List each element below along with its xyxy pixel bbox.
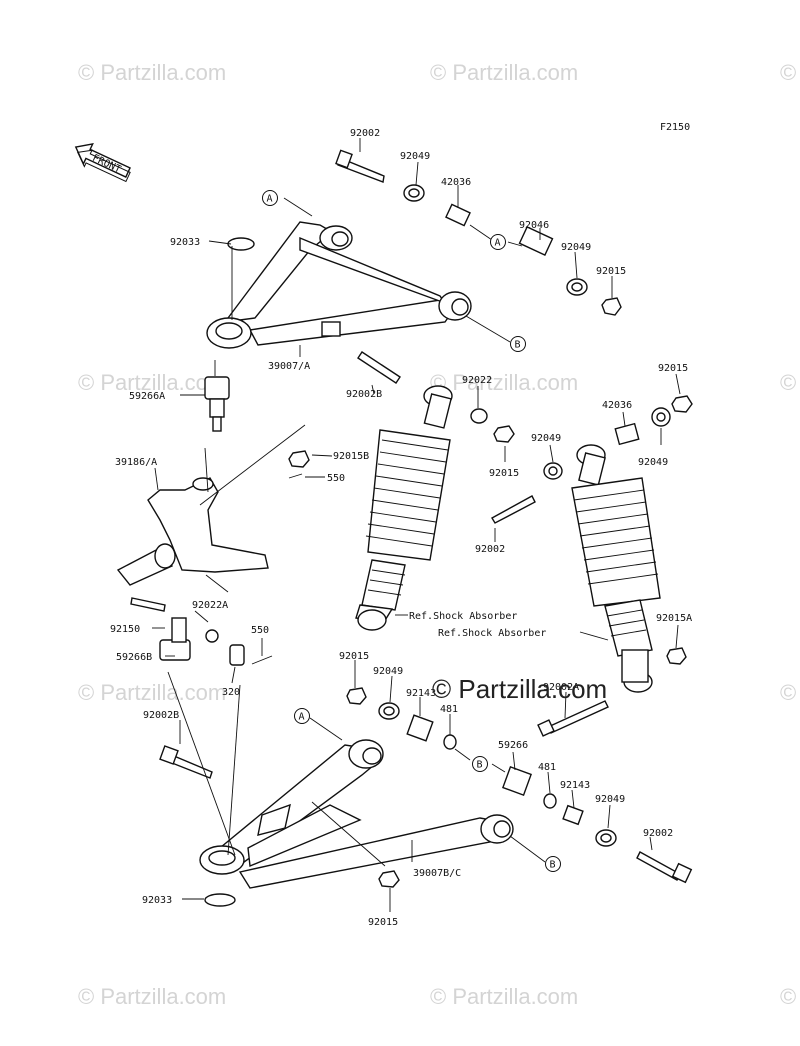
knuckle-hardware	[130, 450, 310, 666]
reference-markers: A A B A B B	[262, 190, 561, 872]
watermark-text: © Partzilla.com	[78, 984, 226, 1009]
ref-b-circle	[545, 856, 561, 872]
watermark-text: © Partzilla.com	[780, 60, 800, 85]
ref-a-circle	[262, 190, 278, 206]
watermark-text: © Partzilla.com	[78, 60, 226, 85]
part-label[interactable]: 92015B	[333, 451, 369, 462]
upper-ball-joint	[204, 376, 230, 432]
watermark-text: © Partzilla.com	[430, 60, 578, 85]
part-label[interactable]: 42036	[441, 177, 471, 188]
part-label[interactable]: 92049	[638, 457, 668, 468]
part-label[interactable]: 92002	[350, 128, 380, 139]
part-label[interactable]: 92143	[406, 688, 436, 699]
watermark-text: © Partzilla.com	[430, 370, 578, 395]
part-label[interactable]: 92015	[368, 917, 398, 928]
part-label[interactable]: 92002B	[346, 389, 382, 400]
ref-a-circle	[490, 234, 506, 250]
upper-a-arm	[206, 221, 472, 349]
part-label[interactable]: 92015	[489, 468, 519, 479]
part-label[interactable]: 92049	[595, 794, 625, 805]
ref-b-circle	[510, 336, 526, 352]
ref-a-label: A	[267, 194, 273, 205]
watermark-text: © Partzilla.com	[78, 370, 226, 395]
ref-a-label: A	[299, 712, 305, 723]
part-label[interactable]: 92049	[373, 666, 403, 677]
lower-a-arm	[199, 739, 514, 889]
part-label[interactable]: 92015	[658, 363, 688, 374]
watermark-text: © Partzilla.com	[780, 984, 800, 1009]
part-label[interactable]: Ref.Shock Absorber	[409, 611, 517, 622]
watermarks: © Partzilla.com © Partzilla.com © Partzi…	[78, 60, 800, 1009]
part-label[interactable]: 59266B	[116, 652, 152, 663]
part-label[interactable]: 92046	[519, 220, 549, 231]
part-label[interactable]: 92150	[110, 624, 140, 635]
part-label[interactable]: 92002	[475, 544, 505, 555]
figure-code: F2150	[660, 122, 690, 133]
part-label[interactable]: 92015	[339, 651, 369, 662]
watermark-text: © Partzilla.com	[78, 680, 226, 705]
ref-b-circle	[472, 756, 488, 772]
part-label[interactable]: 92015	[596, 266, 626, 277]
left-shock-absorber	[355, 385, 453, 631]
part-label[interactable]: 550	[251, 625, 269, 636]
part-label[interactable]: 92049	[400, 151, 430, 162]
right-shock-absorber	[571, 444, 661, 693]
ref-a-circle	[294, 708, 310, 724]
part-label[interactable]: 481	[440, 704, 458, 715]
part-labels[interactable]: 92002 92049 42036 92046 92049 92015 9203…	[110, 128, 692, 928]
part-label[interactable]: 320	[222, 687, 240, 698]
part-label[interactable]: 39007/A	[268, 361, 310, 372]
part-label[interactable]: 39186/A	[115, 457, 157, 468]
part-label[interactable]: 59266A	[129, 391, 165, 402]
front-arrow-icon: FRONT	[74, 142, 131, 183]
ref-b-label: B	[515, 340, 521, 351]
part-label[interactable]: 92022A	[192, 600, 228, 611]
part-label[interactable]: 92002	[643, 828, 673, 839]
part-label[interactable]: 92143	[560, 780, 590, 791]
center-watermark: © Partzilla.com	[432, 674, 607, 704]
part-label[interactable]: 481	[538, 762, 556, 773]
shock-hardware	[470, 395, 693, 665]
watermark-text: © Partzilla.com	[430, 984, 578, 1009]
lower-hardware	[159, 687, 693, 907]
ref-a-label: A	[495, 238, 501, 249]
ref-b-label: B	[550, 860, 556, 871]
part-label[interactable]: 92049	[531, 433, 561, 444]
part-label[interactable]: 39007B/C	[413, 868, 461, 879]
watermark-text: © Partzilla.com	[780, 680, 800, 705]
part-label[interactable]: 92022	[462, 375, 492, 386]
bolt-92002b	[357, 351, 401, 384]
part-label[interactable]: 92002B	[143, 710, 179, 721]
part-label[interactable]: 59266	[498, 740, 528, 751]
ref-b-label: B	[477, 760, 483, 771]
part-label[interactable]: 92015A	[656, 613, 692, 624]
part-label[interactable]: 92033	[142, 895, 172, 906]
part-label[interactable]: 92049	[561, 242, 591, 253]
steering-knuckle	[116, 477, 269, 586]
part-label[interactable]: 42036	[602, 400, 632, 411]
part-label[interactable]: 550	[327, 473, 345, 484]
part-label[interactable]: 92002A	[543, 682, 579, 693]
part-label[interactable]: Ref.Shock Absorber	[438, 628, 546, 639]
leader-lines	[152, 138, 681, 912]
watermark-text: © Partzilla.com	[780, 370, 800, 395]
part-label[interactable]: 92033	[170, 237, 200, 248]
